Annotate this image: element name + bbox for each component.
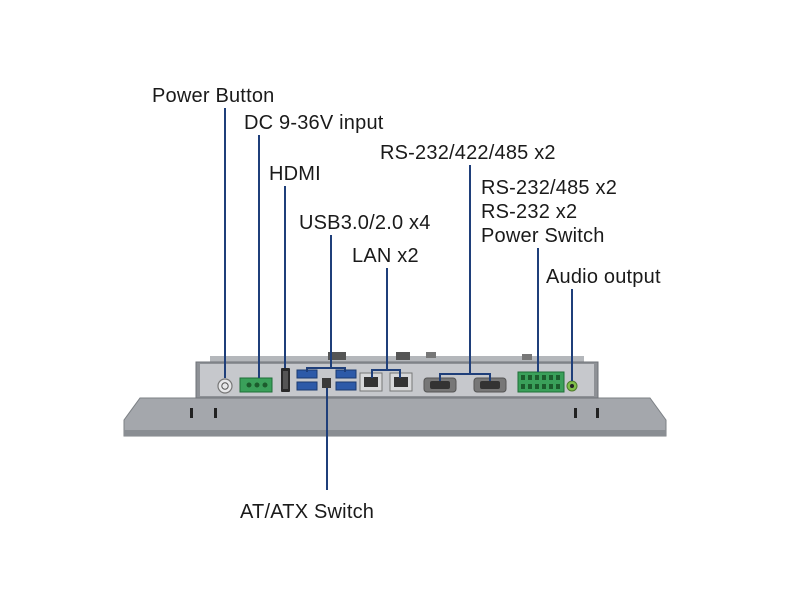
usb-label: USB3.0/2.0 x4 <box>299 212 431 234</box>
serial-terminal-blocks <box>517 371 565 393</box>
at-atx-switch <box>322 378 331 388</box>
at-atx-switch-label: AT/ATX Switch <box>240 501 375 523</box>
usb-ports <box>296 369 357 391</box>
power-button-label: Power Button <box>152 85 275 107</box>
power-button-icon <box>217 378 233 394</box>
dc-terminal-block <box>239 377 273 393</box>
audio-jack <box>566 380 578 392</box>
panel-bezel <box>123 397 667 437</box>
rs232-485-label: RS-232/485 x2 <box>481 177 618 199</box>
lan-label: LAN x2 <box>352 245 419 267</box>
rs232-422-485-label: RS-232/422/485 x2 <box>380 142 556 164</box>
hdmi-label: HDMI <box>269 163 321 185</box>
rs232-422-485-leader <box>439 373 491 381</box>
audio-output-label: Audio output <box>546 266 661 288</box>
dc-input-label: DC 9-36V input <box>244 112 384 134</box>
rs232-label: RS-232 x2 <box>481 201 578 223</box>
hdmi-port <box>281 368 290 392</box>
power-switch-label: Power Switch <box>481 225 605 247</box>
com-ports <box>423 377 507 393</box>
leader-lines <box>224 108 573 490</box>
usb-leader <box>306 367 346 372</box>
